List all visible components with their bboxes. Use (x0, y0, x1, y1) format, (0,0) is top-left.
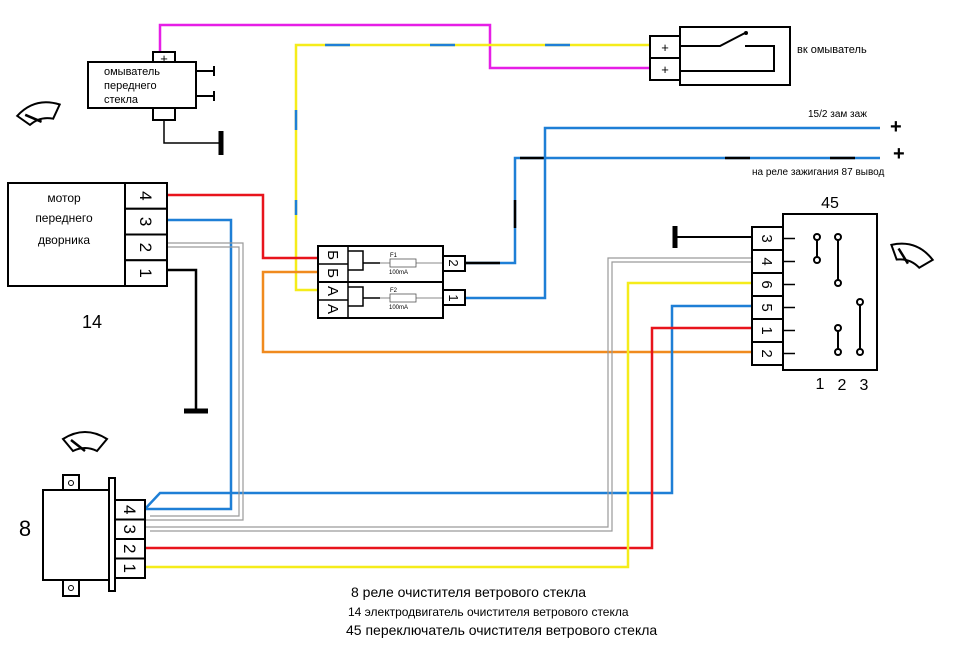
pin-label: 2 (136, 243, 155, 252)
washer-label: переднего (104, 80, 157, 92)
pin-label: 3 (136, 217, 155, 226)
wire-black-motor (168, 268, 198, 410)
wiper-relay: 4 3 2 1 8 (19, 474, 146, 597)
pin-label: 1 (120, 564, 139, 573)
washer-pump: + омыватель переднего стекла (87, 51, 224, 155)
wire-gray-switch-b (150, 261, 752, 532)
legend-item: 8 реле очистителя ветрового стекла (351, 584, 586, 600)
relay-number: 8 (19, 516, 31, 541)
pin-label: + (661, 62, 669, 77)
pin-cell (124, 233, 168, 262)
pin-label: Б (324, 268, 341, 278)
pin-label: 4 (758, 257, 775, 265)
plus-label: + (890, 116, 902, 138)
legend-item: 14 электродвигатель очистителя ветрового… (348, 605, 629, 619)
plus-label: + (893, 143, 905, 165)
switch-number: 45 (821, 195, 839, 212)
pin-label: 4 (136, 191, 155, 200)
pin-label: 1 (136, 268, 155, 277)
fuse-rating: 100mA (389, 270, 408, 276)
wire-red-motor (168, 193, 320, 260)
motor-label: мотор (47, 191, 81, 205)
washer-switch-label: вк омыватель (797, 44, 867, 56)
wire-blue-switch (144, 304, 752, 510)
switch-contact-icon (680, 32, 746, 47)
wiper-icon (15, 101, 62, 127)
pin-cell (114, 557, 146, 579)
wire-magenta (158, 23, 650, 70)
wire-gray-motor (145, 242, 244, 521)
wiper-motor: мотор переднего дворника 4 3 2 1 14 (7, 182, 168, 332)
pin-label: 2 (758, 349, 775, 357)
wire-gray-switch (145, 257, 752, 528)
fuse-name: F1 (390, 253, 398, 259)
wire-gray-motor-b (150, 246, 240, 517)
washer-label: омыватель (104, 66, 160, 78)
pin-label: 3 (120, 525, 139, 534)
pin-label: 1 (446, 294, 461, 301)
pin-label: 4 (120, 505, 139, 514)
pin-label: А (324, 304, 341, 314)
pin-label: 2 (120, 544, 139, 553)
pin-label: Б (324, 250, 341, 260)
position-label: 3 (860, 377, 869, 394)
pin-label: + (661, 40, 669, 55)
motor-number: 14 (82, 312, 102, 332)
pin-label: 1 (758, 326, 775, 334)
wire-blue-15 (465, 126, 880, 300)
washer-switch: + + вк омыватель (649, 26, 867, 86)
wire-red-relay (145, 326, 752, 550)
supply-label-87: на реле зажигания 87 вывод (752, 167, 884, 178)
legend-item: 45 переключатель очистителя ветрового ст… (346, 622, 657, 638)
pin-label: А (324, 286, 341, 296)
wire-black-marks (465, 156, 855, 265)
fuse-name: F2 (390, 288, 398, 294)
wires (144, 23, 880, 569)
wire-orange (261, 270, 752, 354)
supply-label-15: 15/2 зам заж (808, 109, 867, 120)
pin-label: 5 (758, 303, 775, 311)
wire-yellow-relay (145, 281, 752, 569)
motor-label: дворника (38, 233, 90, 247)
washer-label: стекла (104, 94, 139, 106)
fuse-icon (389, 293, 417, 303)
position-label: 1 (816, 376, 825, 393)
pin-label: 3 (758, 234, 775, 242)
wire-yellow-washer (294, 43, 650, 292)
wire-blue-marks (294, 43, 570, 215)
fuse-rating: 100mA (389, 305, 408, 311)
fuse-icon (389, 258, 417, 268)
motor-label: переднего (35, 211, 93, 225)
position-label: 2 (838, 377, 847, 394)
wire-blue-motor (145, 218, 233, 511)
pin-cell (124, 259, 168, 287)
wiper-icon (890, 242, 935, 270)
wiper-icon (61, 431, 109, 453)
pin-label: 2 (446, 259, 461, 266)
plus-label: + (160, 51, 168, 66)
pin-label: 6 (758, 280, 775, 288)
